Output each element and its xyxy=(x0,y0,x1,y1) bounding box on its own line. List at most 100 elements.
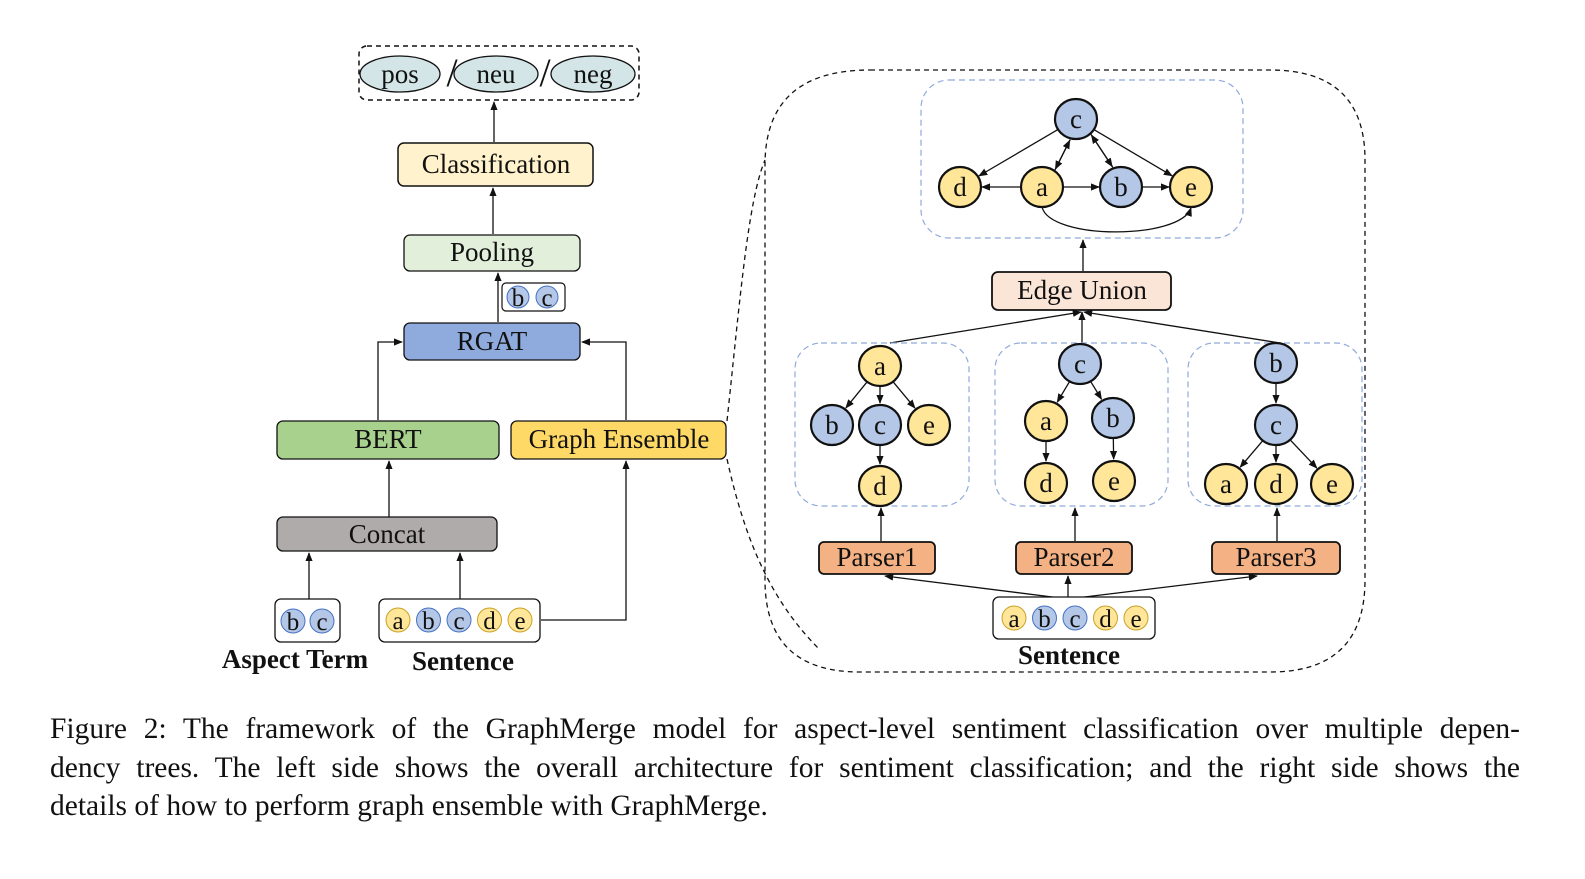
token-node xyxy=(535,285,559,309)
dependency-tree-2: ca b d e xyxy=(1023,342,1137,505)
tree-edge-c-e xyxy=(1289,439,1318,469)
caption-line-2: dency trees. The left side shows the ove… xyxy=(50,751,1520,784)
token-node xyxy=(280,608,306,634)
edge-c-e xyxy=(1093,129,1173,177)
graph-node-label: c xyxy=(1074,349,1086,379)
output-neu-label: neu xyxy=(477,59,516,89)
merged-graph-group xyxy=(920,79,1244,239)
pooling-label: Pooling xyxy=(450,237,534,267)
aspect-term-label: Aspect Term xyxy=(222,644,369,674)
graph-node-label: c xyxy=(1270,410,1282,440)
token-node xyxy=(309,608,335,634)
tree-edge-c-a xyxy=(1239,440,1263,468)
graph-node-label: b xyxy=(825,410,839,440)
token-label: c xyxy=(1069,606,1080,633)
token-label: e xyxy=(1130,606,1141,633)
graph-node-b xyxy=(1253,341,1299,385)
graph-node-e xyxy=(906,403,952,447)
pooling-box: Pooling xyxy=(403,234,581,272)
graph-node-e xyxy=(1168,165,1214,209)
output-pos-label: pos xyxy=(381,59,419,89)
graph-node-label: a xyxy=(1220,469,1232,499)
token-label: d xyxy=(1099,606,1112,633)
graph-node-b xyxy=(1090,396,1136,440)
graph-node-c xyxy=(1053,97,1099,141)
callout-line-top xyxy=(726,159,766,422)
graph-node-a xyxy=(857,344,903,388)
caption-line-1: Figure 2: The framework of the GraphMerg… xyxy=(50,713,1520,745)
edge-c-d xyxy=(978,129,1059,177)
token-label: b xyxy=(422,608,435,635)
graph-node-label: a xyxy=(1036,172,1048,202)
parser-label: Parser1 xyxy=(837,542,918,572)
parser-box-1: Parser1 xyxy=(818,541,936,575)
output-neu-ellipse xyxy=(453,55,539,93)
parser-label: Parser2 xyxy=(1034,542,1115,572)
graph-node-d xyxy=(1253,462,1299,506)
rgat-box: RGAT xyxy=(403,322,581,361)
arrow-sentence-parser1 xyxy=(884,573,1069,600)
token-node xyxy=(1093,605,1118,631)
graph-node-e xyxy=(1091,459,1137,503)
graph-node-label: d xyxy=(873,471,887,501)
token-label: a xyxy=(1008,606,1019,633)
classification-box: Classification xyxy=(397,142,594,187)
output-neg-label: neg xyxy=(574,59,613,89)
token-node xyxy=(1123,605,1149,631)
graph-node-a xyxy=(1023,399,1069,443)
token-label: c xyxy=(453,608,464,635)
graph-ensemble-detail-frame xyxy=(764,69,1366,673)
token-label: c xyxy=(316,609,327,636)
arrow-sentence-parser3 xyxy=(1067,573,1258,600)
output-dashed-box xyxy=(358,45,640,101)
graphmerge-diagram: pos / neu / neg Classification Pooling b… xyxy=(222,45,1366,676)
output-neg-ellipse xyxy=(550,55,636,93)
output-group: pos / neu / neg xyxy=(358,45,640,101)
parsers: Parser1 Parser2 Parser3 xyxy=(818,541,1341,575)
concat-box: Concat xyxy=(276,516,498,552)
token-label: a xyxy=(392,608,403,635)
graph-node-c xyxy=(857,403,903,447)
graph-node-label: d xyxy=(1039,468,1053,498)
tree-edge-a-e xyxy=(892,381,916,409)
graph-node-b xyxy=(1098,165,1144,209)
token-node xyxy=(507,607,533,633)
parser-box-3: Parser3 xyxy=(1211,541,1341,575)
output-pos-ellipse xyxy=(359,55,441,93)
graph-node-d xyxy=(937,165,983,209)
graph-node-label: c xyxy=(874,410,886,440)
graph-node-label: d xyxy=(953,172,967,202)
rgat-label: RGAT xyxy=(457,326,528,356)
token-label: b xyxy=(512,285,525,312)
tree-edge-a-b xyxy=(845,381,868,409)
sentence-label-left: Sentence xyxy=(412,646,514,676)
graph-node-label: b xyxy=(1106,403,1120,433)
graph-node-label: c xyxy=(1070,104,1082,134)
classification-label: Classification xyxy=(422,149,571,179)
graph-node-e xyxy=(1309,462,1355,506)
graph-node-c xyxy=(1253,403,1299,447)
token-label: d xyxy=(483,608,496,635)
caption-line-3: details of how to perform graph ensemble… xyxy=(50,790,768,822)
token-node xyxy=(506,285,530,309)
parser-label: Parser3 xyxy=(1236,542,1317,572)
graph-node-label: e xyxy=(1108,466,1120,496)
figure-caption: Figure 2: The framework of the GraphMerg… xyxy=(50,710,1520,826)
edge-a-c xyxy=(1054,139,1071,171)
graph-node-label: a xyxy=(1040,406,1052,436)
arrow-graph-ensemble-rgat xyxy=(581,338,627,420)
token-node xyxy=(385,607,411,633)
tree-edge-c-b xyxy=(1090,381,1103,401)
graph-ensemble-label: Graph Ensemble xyxy=(529,424,710,454)
graph-node-b xyxy=(809,403,855,447)
callout-line-bottom xyxy=(726,458,821,651)
graph-node-a xyxy=(1019,165,1065,209)
graph-node-label: e xyxy=(1326,469,1338,499)
separator-1: / xyxy=(446,50,458,95)
bert-box: BERT xyxy=(276,420,500,460)
graph-node-d xyxy=(857,464,903,508)
arrow-bert-rgat xyxy=(377,338,403,420)
